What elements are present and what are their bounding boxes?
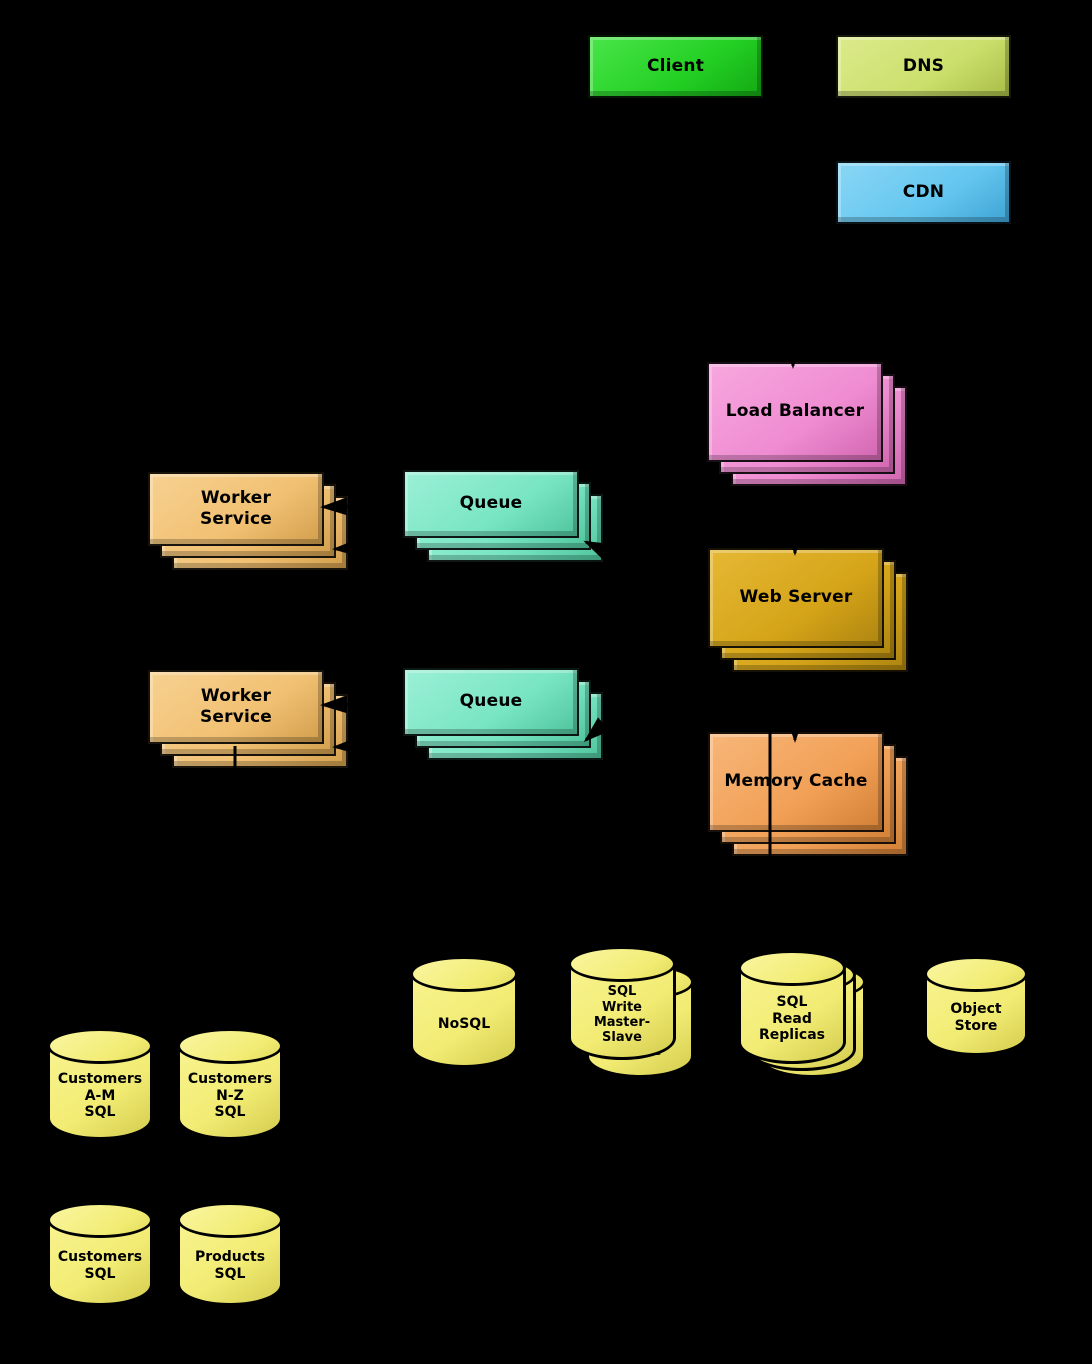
web-server-stack: Web Server (708, 548, 908, 672)
worker-service-bottom-box: Worker Service (148, 670, 324, 744)
products-sql-label: Products SQL (194, 1249, 266, 1282)
customers-nz-sql-cylinder: Customers N-Z SQL (177, 1028, 283, 1140)
memory-cache-label: Memory Cache (724, 771, 868, 792)
client-box: Client (588, 35, 763, 98)
customers-sql-label: Customers SQL (57, 1249, 143, 1282)
memory-cache-stack: Memory Cache (708, 732, 908, 856)
cylinder-cap (738, 950, 846, 986)
sql-read-cylinder-body: SQL Read Replicas (738, 950, 846, 1064)
object-store-cylinder: Object Store (924, 956, 1028, 1056)
load-balancer-label: Load Balancer (725, 401, 865, 422)
sql-write-label: SQL Write Master- Slave (593, 984, 651, 1046)
customers-nz-label: Customers N-Z SQL (187, 1071, 273, 1121)
nosql-cylinder: NoSQL (410, 956, 518, 1068)
cylinder-cap (410, 956, 518, 992)
customers-am-cylinder-body: Customers A-M SQL (47, 1028, 153, 1140)
products-sql-cylinder: Products SQL (177, 1202, 283, 1306)
object-store-label: Object Store (950, 1001, 1002, 1034)
arrow-web-server-queue-bottom (583, 634, 705, 742)
client-label: Client (646, 55, 705, 76)
queue-bottom-label: Queue (459, 691, 523, 712)
nosql-cylinder-body: NoSQL (410, 956, 518, 1068)
cdn-label: CDN (902, 181, 945, 202)
customers-am-sql-cylinder: Customers A-M SQL (47, 1028, 153, 1140)
sql-read-label: SQL Read Replicas (759, 994, 825, 1044)
queue-top-stack: Queue (403, 470, 603, 562)
web-server-box: Web Server (708, 548, 884, 648)
queue-top-box: Queue (403, 470, 579, 538)
cylinder-cap (47, 1028, 153, 1064)
customers-nz-cylinder-body: Customers N-Z SQL (177, 1028, 283, 1140)
dns-label: DNS (902, 55, 945, 76)
load-balancer-stack: Load Balancer (707, 362, 907, 486)
arrow-worker-bottom-nosql (233, 746, 407, 1019)
sql-write-cylinder-body: SQL Write Master- Slave (568, 946, 676, 1060)
dns-box: DNS (836, 35, 1011, 98)
customers-am-label: Customers A-M SQL (57, 1071, 143, 1121)
worker-service-top-label: Worker Service (199, 487, 273, 529)
queue-bottom-box: Queue (403, 668, 579, 736)
queue-bottom-stack: Queue (403, 668, 603, 760)
cylinder-cap (47, 1202, 153, 1238)
customers-sql-cylinder-body: Customers SQL (47, 1202, 153, 1306)
arrow-client-cdn (763, 79, 832, 189)
worker-service-bottom-label: Worker Service (199, 685, 273, 727)
worker-service-bottom-stack: Worker Service (148, 670, 348, 768)
object-store-cylinder-body: Object Store (924, 956, 1028, 1056)
nosql-label: NoSQL (437, 1015, 491, 1032)
customers-sql-cylinder: Customers SQL (47, 1202, 153, 1306)
arrow-client-load-balancer (674, 100, 802, 369)
arrow-web-server-queue-top (583, 540, 705, 600)
cdn-box: CDN (836, 161, 1011, 224)
products-sql-cylinder-body: Products SQL (177, 1202, 283, 1306)
load-balancer-box: Load Balancer (707, 362, 883, 462)
cylinder-cap (177, 1202, 283, 1238)
sql-write-master-slave-cylinder: Slave SQL Write Master- Slave (568, 946, 694, 1078)
cylinder-cap (177, 1028, 283, 1064)
queue-top-label: Queue (459, 493, 523, 514)
memory-cache-box: Memory Cache (708, 732, 884, 832)
sql-read-replicas-cylinder: SQL Read Replicas (738, 950, 866, 1078)
cylinder-cap (924, 956, 1028, 992)
worker-service-top-stack: Worker Service (148, 472, 348, 570)
cylinder-cap (568, 946, 676, 982)
web-server-label: Web Server (739, 587, 853, 608)
worker-service-top-box: Worker Service (148, 472, 324, 546)
